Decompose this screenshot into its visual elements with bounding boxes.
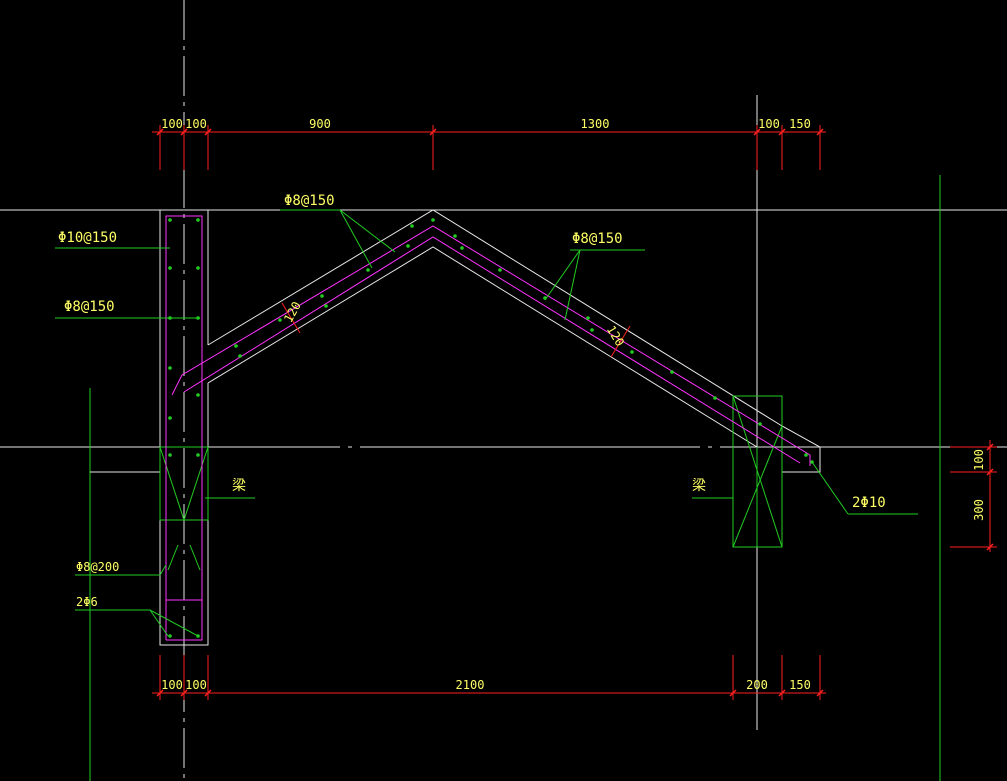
top-dim-5: 100 — [758, 117, 780, 131]
label-eave-bars: 2Φ10 — [852, 495, 886, 511]
bottom-dim-4: 200 — [746, 678, 768, 692]
slab-thickness-right: 120 — [604, 323, 631, 358]
beam-details — [159, 395, 783, 571]
slab-thickness-left: 120 — [281, 299, 304, 334]
top-dim-6: 150 — [789, 117, 811, 131]
label-slab-right-rebar: Φ8@150 — [572, 231, 623, 247]
right-dim-1: 100 — [972, 449, 986, 471]
top-dim-2: 100 — [185, 117, 207, 131]
top-dimension-chain: 100 100 900 1300 100 150 — [152, 117, 826, 170]
leader-lines — [55, 209, 918, 637]
right-dimension-chain: 100 300 — [950, 440, 997, 552]
label-wall-vertical-main: Φ10@150 — [58, 230, 117, 246]
top-dim-4: 1300 — [581, 117, 610, 131]
bottom-dim-2: 100 — [185, 678, 207, 692]
right-dim-2: 300 — [972, 499, 986, 521]
top-dim-1: 100 — [161, 117, 183, 131]
slab-thickness-left-text: 120 — [281, 299, 304, 325]
bottom-dim-1: 100 — [161, 678, 183, 692]
label-beam-right: 梁 — [692, 478, 706, 494]
rebar-dots — [168, 218, 814, 638]
bottom-dim-3: 2100 — [456, 678, 485, 692]
label-beam-stirrup: Φ8@200 — [76, 560, 119, 574]
label-slab-left-rebar: Φ8@150 — [284, 193, 335, 209]
rebar-lines — [165, 215, 811, 641]
label-wall-horizontal: Φ8@150 — [64, 299, 115, 315]
bottom-dim-5: 150 — [789, 678, 811, 692]
label-beam-bars: 2Φ6 — [76, 595, 98, 609]
rebar-labels: Φ10@150 Φ8@150 Φ8@150 Φ8@150 Φ8@200 2Φ6 … — [58, 193, 886, 609]
concrete-outline — [159, 209, 821, 646]
bottom-dimension-chain: 100 100 2100 200 150 — [152, 655, 826, 700]
label-beam-left: 梁 — [232, 478, 246, 494]
slab-thickness-right-text: 120 — [604, 323, 627, 349]
top-dim-3: 900 — [309, 117, 331, 131]
